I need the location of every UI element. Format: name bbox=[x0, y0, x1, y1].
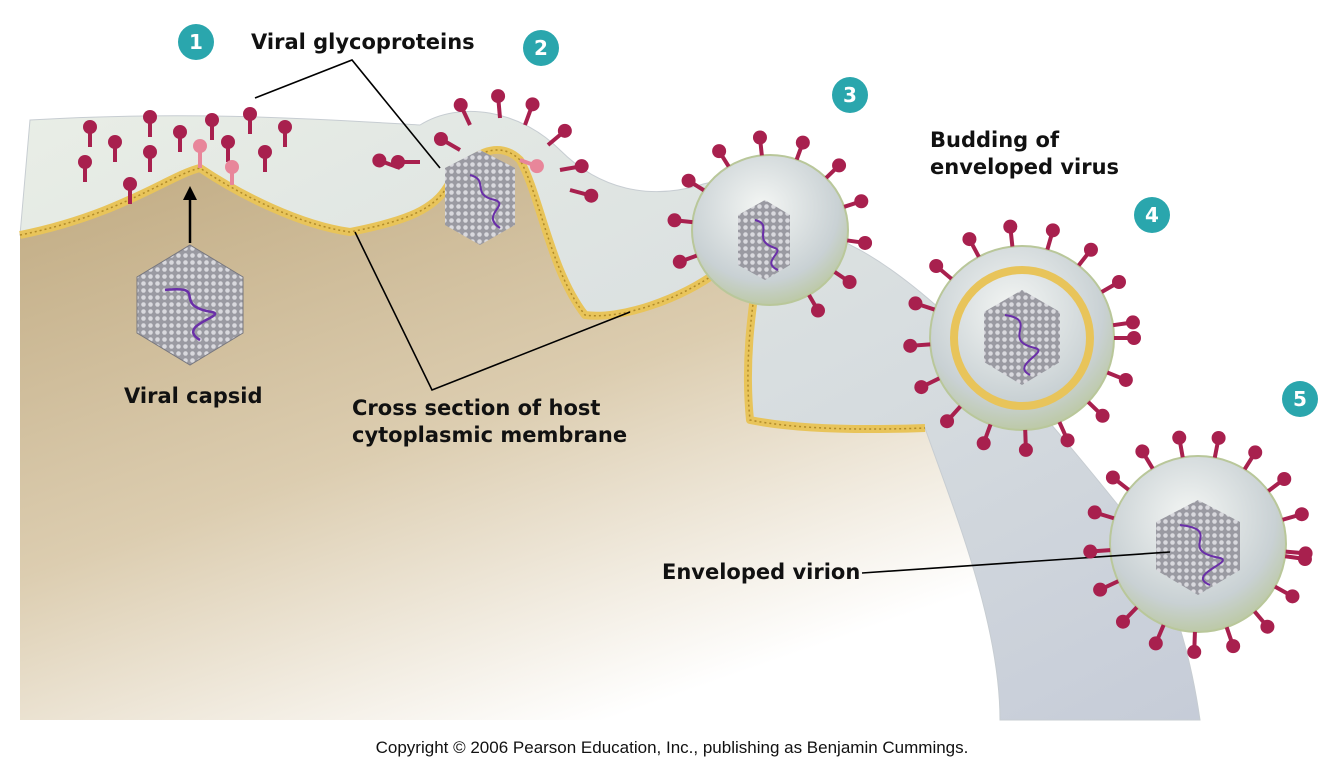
label-membrane-line2: cytoplasmic membrane bbox=[352, 423, 628, 447]
membrane-spike-head bbox=[221, 135, 235, 149]
bud-2-spike-head bbox=[584, 188, 599, 203]
virion-4-spike-head bbox=[1118, 372, 1133, 387]
virion-5-spike-head bbox=[1083, 544, 1098, 559]
membrane-spike-light-head bbox=[225, 160, 239, 174]
label-budding-line1: Budding of bbox=[930, 128, 1060, 152]
bud-3-spike-head bbox=[858, 235, 873, 250]
bud-3-spike-head bbox=[712, 144, 727, 159]
free-viral-capsid bbox=[136, 244, 244, 366]
virion-4-spike-head bbox=[1111, 275, 1126, 289]
virion-5-spike-head bbox=[1172, 430, 1187, 445]
free-capsid-nucleic-acid bbox=[164, 287, 217, 342]
virion-5-spike-head bbox=[1135, 444, 1150, 459]
label-enveloped-virion: Enveloped virion bbox=[662, 560, 861, 584]
virion-4-spike-head bbox=[1095, 408, 1110, 423]
virion-4-spike-head bbox=[903, 338, 918, 353]
virion-4-spike-head bbox=[914, 380, 929, 395]
step-2-badge: 2 bbox=[523, 30, 559, 66]
capsid-arrow-head bbox=[183, 186, 197, 200]
label-budding-line2: enveloped virus bbox=[930, 155, 1120, 179]
membrane-spike-head bbox=[83, 120, 97, 134]
membrane-spike-head bbox=[78, 155, 92, 169]
virion-5-spike-head bbox=[1285, 589, 1300, 604]
membrane-spike-head bbox=[143, 110, 157, 124]
host-cytoplasm bbox=[20, 150, 1000, 720]
bud-2-spike-light-head bbox=[529, 159, 544, 174]
bud-2-spike-head bbox=[525, 97, 540, 112]
bud-2-spike-head bbox=[453, 98, 468, 113]
virion-4-nucleic-acid bbox=[1004, 314, 1040, 376]
bud-2-spike-head bbox=[433, 132, 448, 146]
membrane-spike-head bbox=[143, 145, 157, 159]
virion-5-spike-head bbox=[1148, 636, 1163, 651]
membrane-spike-head bbox=[205, 113, 219, 127]
virion-4-membrane bbox=[950, 266, 1094, 410]
virion-4-spike-head bbox=[1060, 433, 1075, 448]
bud-3-spike-head bbox=[842, 275, 857, 290]
label-membrane-line1: Cross section of host bbox=[352, 396, 601, 420]
virion-4-spike-head bbox=[1125, 315, 1140, 330]
virion-5-capsid bbox=[1156, 500, 1240, 595]
virion-4-spike-head bbox=[1127, 331, 1141, 345]
bud-2-spike-head bbox=[574, 159, 589, 174]
virion-5-spike-head bbox=[1260, 619, 1275, 634]
membrane-spike-head bbox=[108, 135, 122, 149]
membrane-spike-head bbox=[278, 120, 292, 134]
membrane-leader bbox=[354, 231, 631, 392]
bud-3-spike-head bbox=[854, 194, 869, 209]
bud-3-spike-head bbox=[832, 158, 847, 173]
virion-5-spike-head bbox=[1087, 505, 1102, 520]
bud-2-spike-head bbox=[557, 123, 572, 138]
bud-3-spike-head bbox=[752, 130, 767, 145]
membrane-spike-head bbox=[123, 177, 137, 191]
bud-3-spike-head bbox=[811, 303, 825, 318]
bud-3-spike-head bbox=[681, 173, 696, 188]
virion-5-spike-head bbox=[1093, 582, 1108, 597]
copyright-notice: Copyright © 2006 Pearson Education, Inc.… bbox=[375, 738, 969, 757]
step-4-badge: 4 bbox=[1134, 197, 1170, 233]
bud-3-spike-head bbox=[795, 135, 810, 150]
step-3-badge: 3 bbox=[832, 77, 868, 113]
virion-5-spike-head bbox=[1248, 445, 1263, 460]
virion-4-spike-head bbox=[940, 414, 955, 429]
virion-5-spike-head bbox=[1187, 644, 1202, 659]
virion-4-spike-head bbox=[1045, 223, 1060, 238]
virion-5-spike-head bbox=[1298, 546, 1313, 561]
viral-glycoprotein-spikes bbox=[78, 89, 1313, 659]
virion-4-spike-head bbox=[1083, 242, 1098, 257]
virion-4-spike-head bbox=[1003, 219, 1018, 234]
virion-5-spike-head bbox=[1294, 507, 1309, 522]
virion-4-spike-head bbox=[1018, 442, 1033, 457]
membrane-spike-light-head bbox=[193, 139, 207, 153]
virion-4-spike-head bbox=[929, 259, 944, 274]
virion-5-nucleic-acid bbox=[1179, 524, 1224, 586]
leader-lines bbox=[254, 59, 1171, 574]
step-1-badge: 1 bbox=[178, 24, 214, 60]
virion-4-spike-head bbox=[908, 296, 923, 311]
membrane-spike-head bbox=[258, 145, 272, 159]
bud-3-spike-head bbox=[672, 254, 687, 269]
bud-2-spike-head bbox=[372, 153, 387, 168]
membrane-spike-head bbox=[243, 107, 257, 121]
label-viral-glycoproteins: Viral glycoproteins bbox=[251, 30, 475, 54]
bud-3-nucleic-acid bbox=[754, 219, 779, 271]
virion-5-spike-head bbox=[1226, 639, 1241, 654]
bud-3-spike-head bbox=[667, 213, 682, 228]
virion-5-spike-head bbox=[1211, 430, 1226, 445]
virion-5-spike-head bbox=[1105, 470, 1120, 485]
glycoprotein-leader bbox=[254, 59, 441, 169]
bud-2-nucleic-acid bbox=[469, 174, 501, 229]
virion-4-capsid bbox=[984, 290, 1060, 385]
label-viral-capsid: Viral capsid bbox=[124, 384, 263, 408]
bud-2-spike-head bbox=[491, 89, 506, 104]
virion-5-spike-head bbox=[1277, 472, 1292, 487]
virion-5-spike-head bbox=[1115, 614, 1130, 629]
virion-4-spike-head bbox=[976, 436, 991, 451]
membrane-spike-head bbox=[173, 125, 187, 139]
virion-leader bbox=[861, 551, 1171, 574]
step-5-badge: 5 bbox=[1282, 381, 1318, 417]
bud-2-capsid bbox=[445, 150, 515, 245]
virion-4-spike-head bbox=[962, 232, 977, 247]
